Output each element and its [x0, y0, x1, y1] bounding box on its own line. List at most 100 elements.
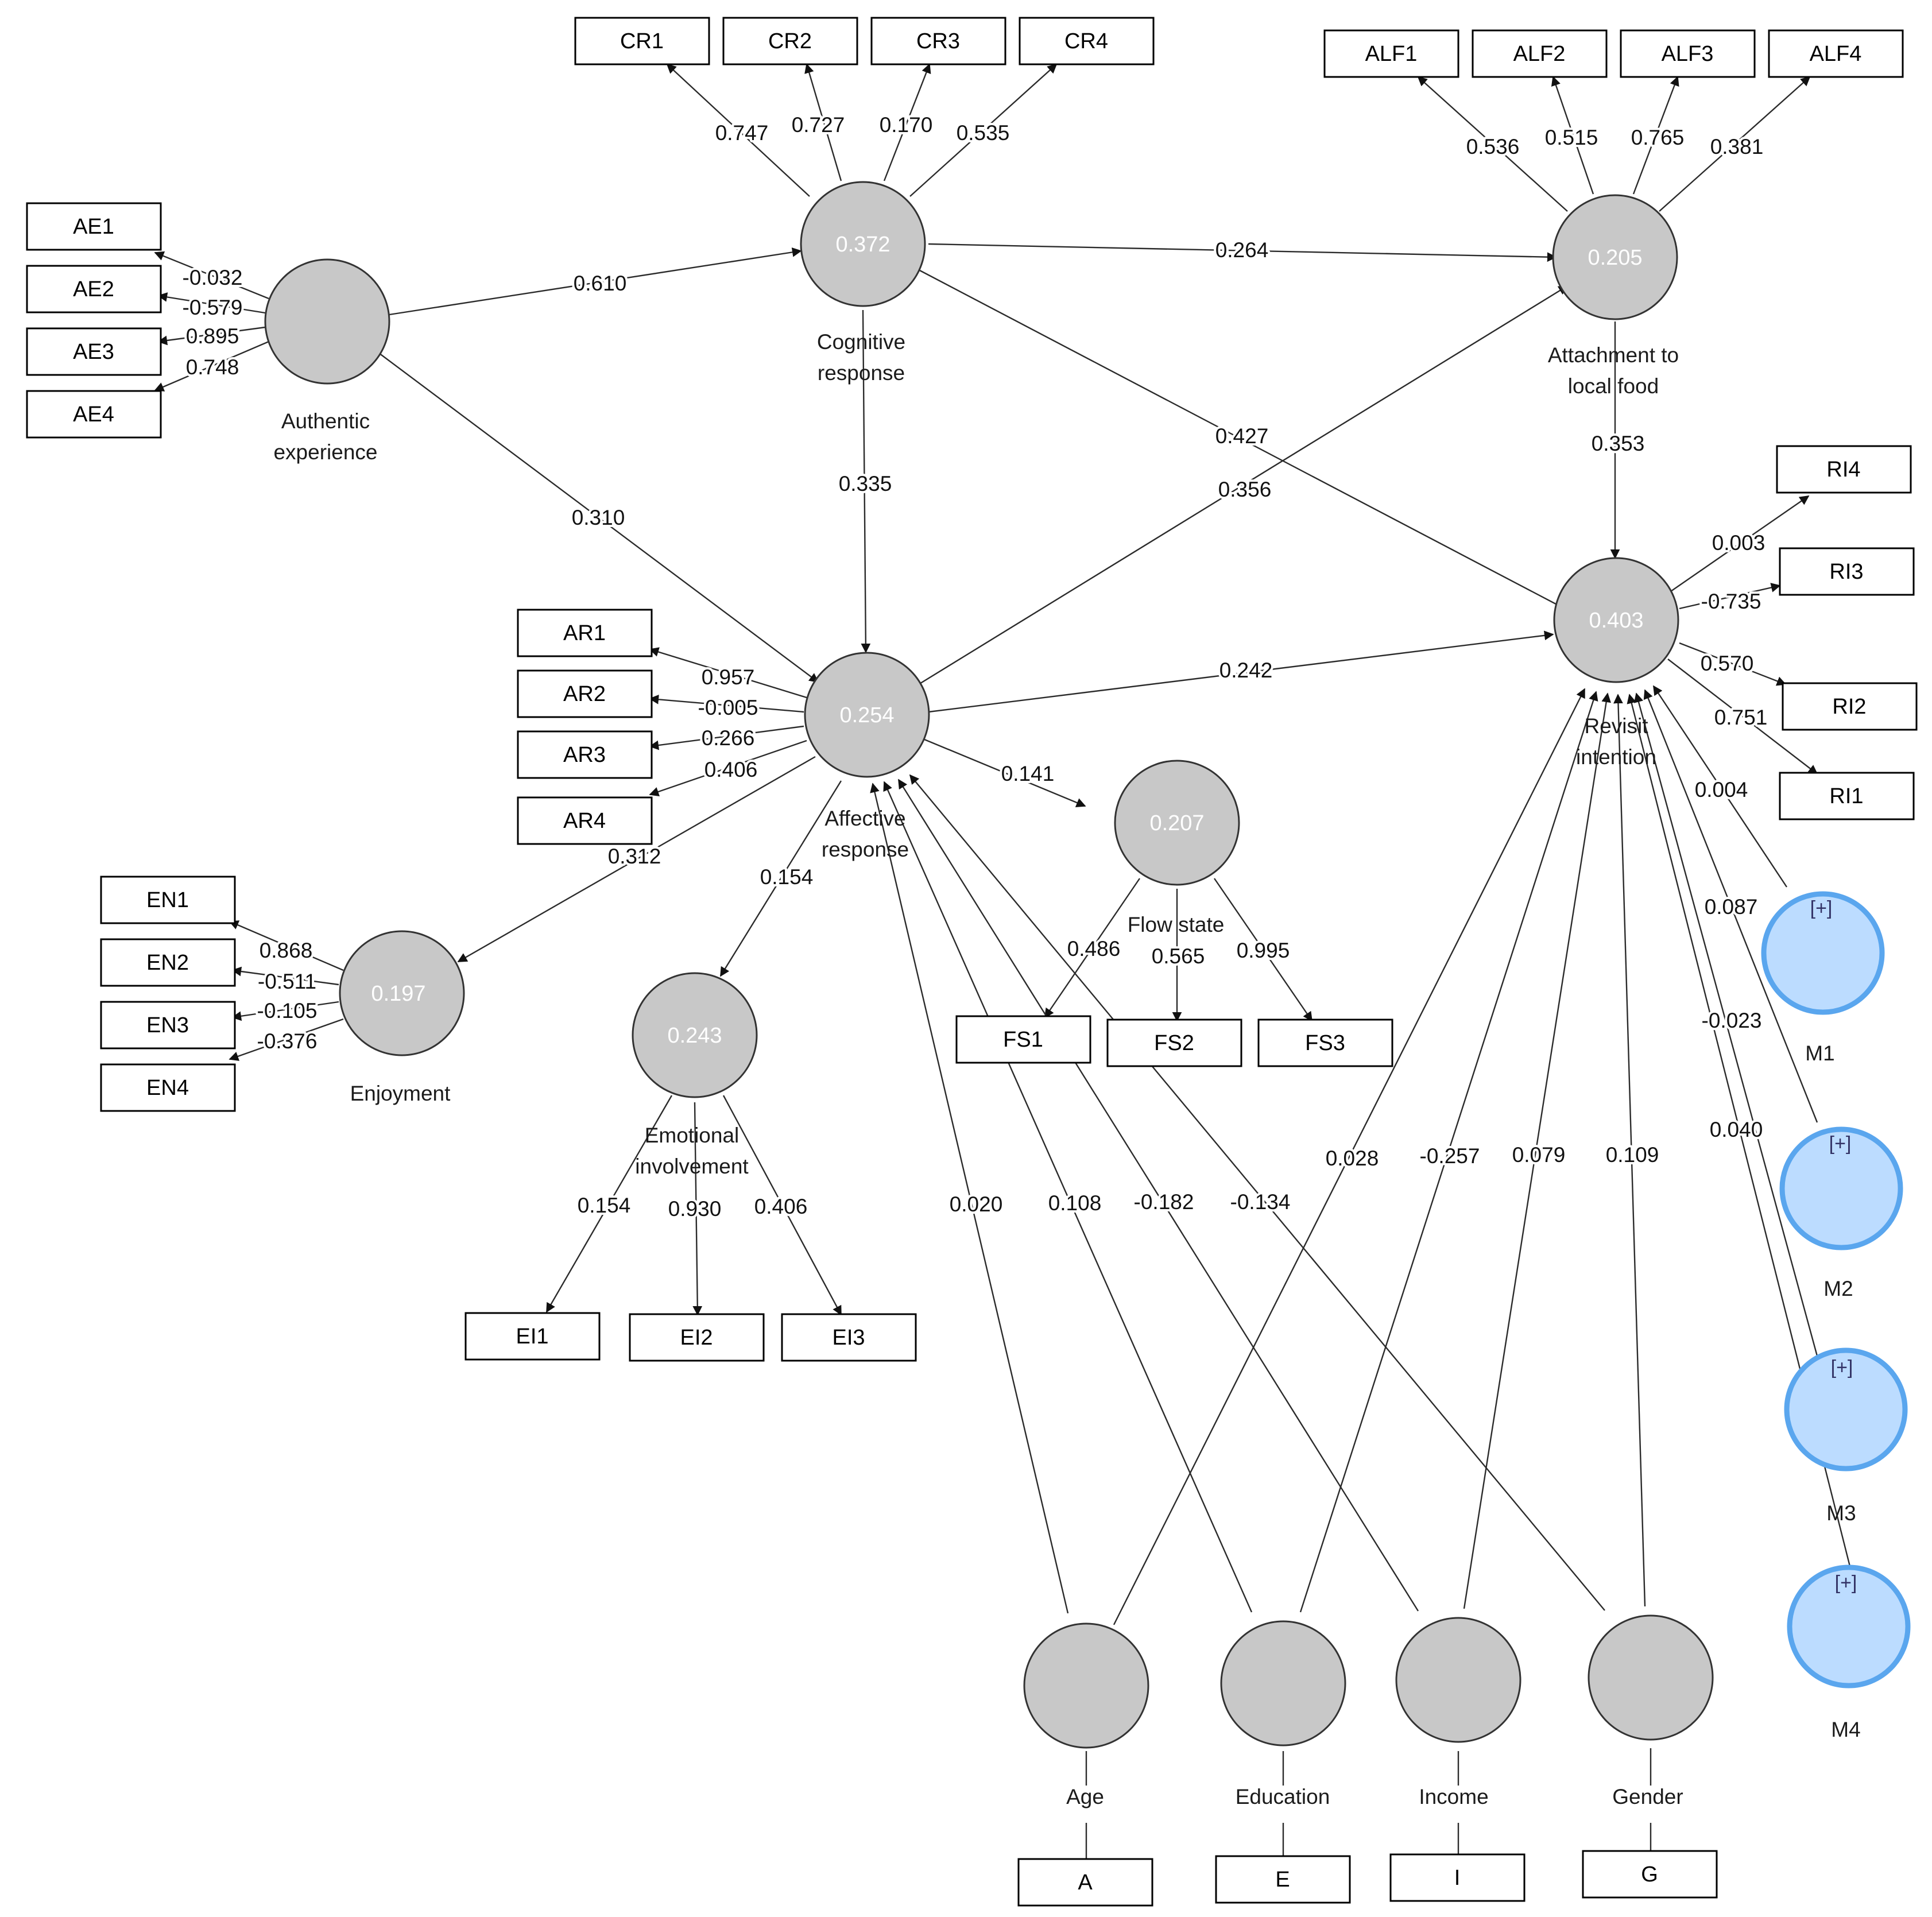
indicator-alf1: ALF1	[1323, 29, 1459, 78]
edge-alf-alf1	[1417, 76, 1568, 212]
indicator-ri3: RI3	[1779, 547, 1915, 596]
indicator-ae4-label: AE4	[73, 402, 114, 427]
edge-ar-ri	[928, 630, 1554, 713]
edge-ri-ri2	[1679, 642, 1787, 686]
indicator-i-label: I	[1454, 1866, 1461, 1890]
edge-ei-ei3	[722, 1095, 842, 1316]
latent-cognitive-response: 0.372 Cognitive response	[800, 181, 926, 385]
edge-ae-cr	[389, 247, 802, 316]
loading-ae4: 0.748	[186, 355, 239, 379]
flow-state-r2: 0.207	[1149, 811, 1204, 835]
indicator-en1-label: EN1	[146, 888, 189, 912]
indicator-fs1-label: FS1	[1003, 1028, 1043, 1052]
edge-cr-ri	[918, 269, 1566, 610]
edge-alf-alf2	[1551, 76, 1594, 195]
revisit-intention-label-2: intention	[1576, 745, 1656, 769]
m1-label: M1	[1805, 1041, 1834, 1065]
indicator-ar3-label: AR3	[563, 743, 606, 767]
edge-ar-en	[457, 756, 816, 963]
edge-en-en2	[231, 966, 339, 986]
indicator-alf1-label: ALF1	[1365, 42, 1418, 66]
indicator-ar2-label: AR2	[563, 682, 606, 706]
latent-income: Income	[1395, 1617, 1521, 1808]
indicator-ei2: EI2	[629, 1313, 765, 1362]
cognitive-response-r2: 0.372	[835, 233, 890, 257]
path-edu-ri: -0.257	[1420, 1144, 1480, 1168]
indicator-ar1: AR1	[517, 609, 653, 657]
loading-cr3: 0.170	[880, 113, 933, 137]
edge-ei-ei1	[545, 1095, 673, 1313]
authentic-experience-label-1: Authentic	[281, 409, 370, 433]
affective-response-label-1: Affective	[824, 807, 905, 830]
loading-ei1: 0.154	[578, 1194, 631, 1217]
edge-age-ar	[870, 783, 1069, 1614]
indicator-ae1-label: AE1	[73, 215, 114, 239]
edge-cr-cr3	[883, 63, 931, 181]
path-ar-alf: 0.356	[1218, 478, 1272, 501]
indicator-a-label: A	[1078, 1870, 1093, 1895]
edge-fs-fs3	[1214, 878, 1312, 1022]
edge-ri-ri1	[1667, 659, 1818, 775]
latent-age: Age	[1023, 1622, 1149, 1808]
path-ae-ar: 0.310	[572, 506, 625, 529]
m2-expand-marker: [+]	[1829, 1133, 1852, 1155]
indicator-en3-label: EN3	[146, 1013, 189, 1037]
indicator-ae2: AE2	[26, 265, 162, 313]
path-ar-ri: 0.242	[1219, 659, 1273, 682]
indicator-ei1: EI1	[464, 1312, 601, 1361]
indicator-ae3-label: AE3	[73, 340, 114, 364]
indicator-ar1-label: AR1	[563, 621, 606, 645]
indicator-alf4-label: ALF4	[1810, 42, 1862, 66]
latent-constructs: Authentic experience 0.372 Cognitive res…	[264, 181, 1911, 1808]
loading-en3: -0.105	[257, 999, 318, 1023]
path-inc-ri: 0.079	[1512, 1143, 1566, 1167]
indicator-alf2: ALF2	[1472, 29, 1608, 78]
path-m2-ri: 0.087	[1705, 895, 1758, 919]
indicator-i: I	[1389, 1853, 1526, 1902]
edge-cr-cr1	[666, 63, 810, 197]
indicator-alf4: ALF4	[1768, 29, 1904, 78]
path-ar-ei: 0.154	[760, 865, 814, 889]
path-gen-ar: -0.134	[1230, 1190, 1291, 1214]
edge-cr-ar	[861, 309, 871, 653]
edge-ar-ar3	[649, 725, 804, 750]
edge-cr-cr2	[804, 63, 842, 181]
loading-alf4: 0.381	[1710, 135, 1764, 158]
indicator-fs1: FS1	[955, 1015, 1091, 1064]
loading-fs2: 0.565	[1152, 944, 1205, 968]
attachment-label-2: local food	[1568, 374, 1659, 398]
enjoyment-r2: 0.197	[371, 982, 425, 1006]
loading-ri4: 0.003	[1712, 531, 1765, 555]
edge-ae-ae2	[157, 292, 266, 314]
indicator-ae4: AE4	[26, 390, 162, 439]
edge-ar-ar1	[649, 647, 807, 699]
indicator-e: E	[1215, 1855, 1351, 1904]
income-label: Income	[1419, 1785, 1488, 1808]
latent-gender: Gender	[1588, 1614, 1714, 1808]
indicator-en4: EN4	[100, 1063, 236, 1112]
emotional-involvement-label-2: involvement	[635, 1155, 749, 1178]
indicator-cr1-label: CR1	[620, 29, 664, 53]
indicator-g-label: G	[1641, 1862, 1658, 1887]
loading-ae1: -0.032	[183, 266, 243, 289]
latent-enjoyment: 0.197 Enjoyment	[339, 930, 465, 1105]
edge-ae-ae3	[157, 326, 266, 346]
loading-en2: -0.511	[258, 970, 316, 993]
indicator-ri4-label: RI4	[1826, 458, 1860, 482]
indicator-ei2-label: EI2	[680, 1326, 713, 1350]
indicator-ri2: RI2	[1782, 682, 1918, 731]
edges	[154, 63, 1853, 1860]
loading-ri1: 0.751	[1714, 706, 1768, 729]
loading-ar2: -0.005	[698, 696, 758, 719]
loading-en4: -0.376	[257, 1029, 318, 1053]
loading-alf1: 0.536	[1466, 135, 1520, 158]
loading-fs1: 0.486	[1067, 937, 1121, 961]
indicator-ri1-label: RI1	[1829, 784, 1863, 808]
path-gen-ri: 0.109	[1606, 1143, 1659, 1167]
m1-expand-marker: [+]	[1810, 897, 1833, 919]
emotional-involvement-label-1: Emotional	[645, 1124, 739, 1147]
latent-affective-response: 0.254 Affective response	[804, 652, 930, 861]
indicator-fs2-label: FS2	[1154, 1031, 1194, 1055]
path-edu-ar: 0.108	[1048, 1191, 1102, 1215]
authentic-experience-label-2: experience	[273, 440, 377, 464]
